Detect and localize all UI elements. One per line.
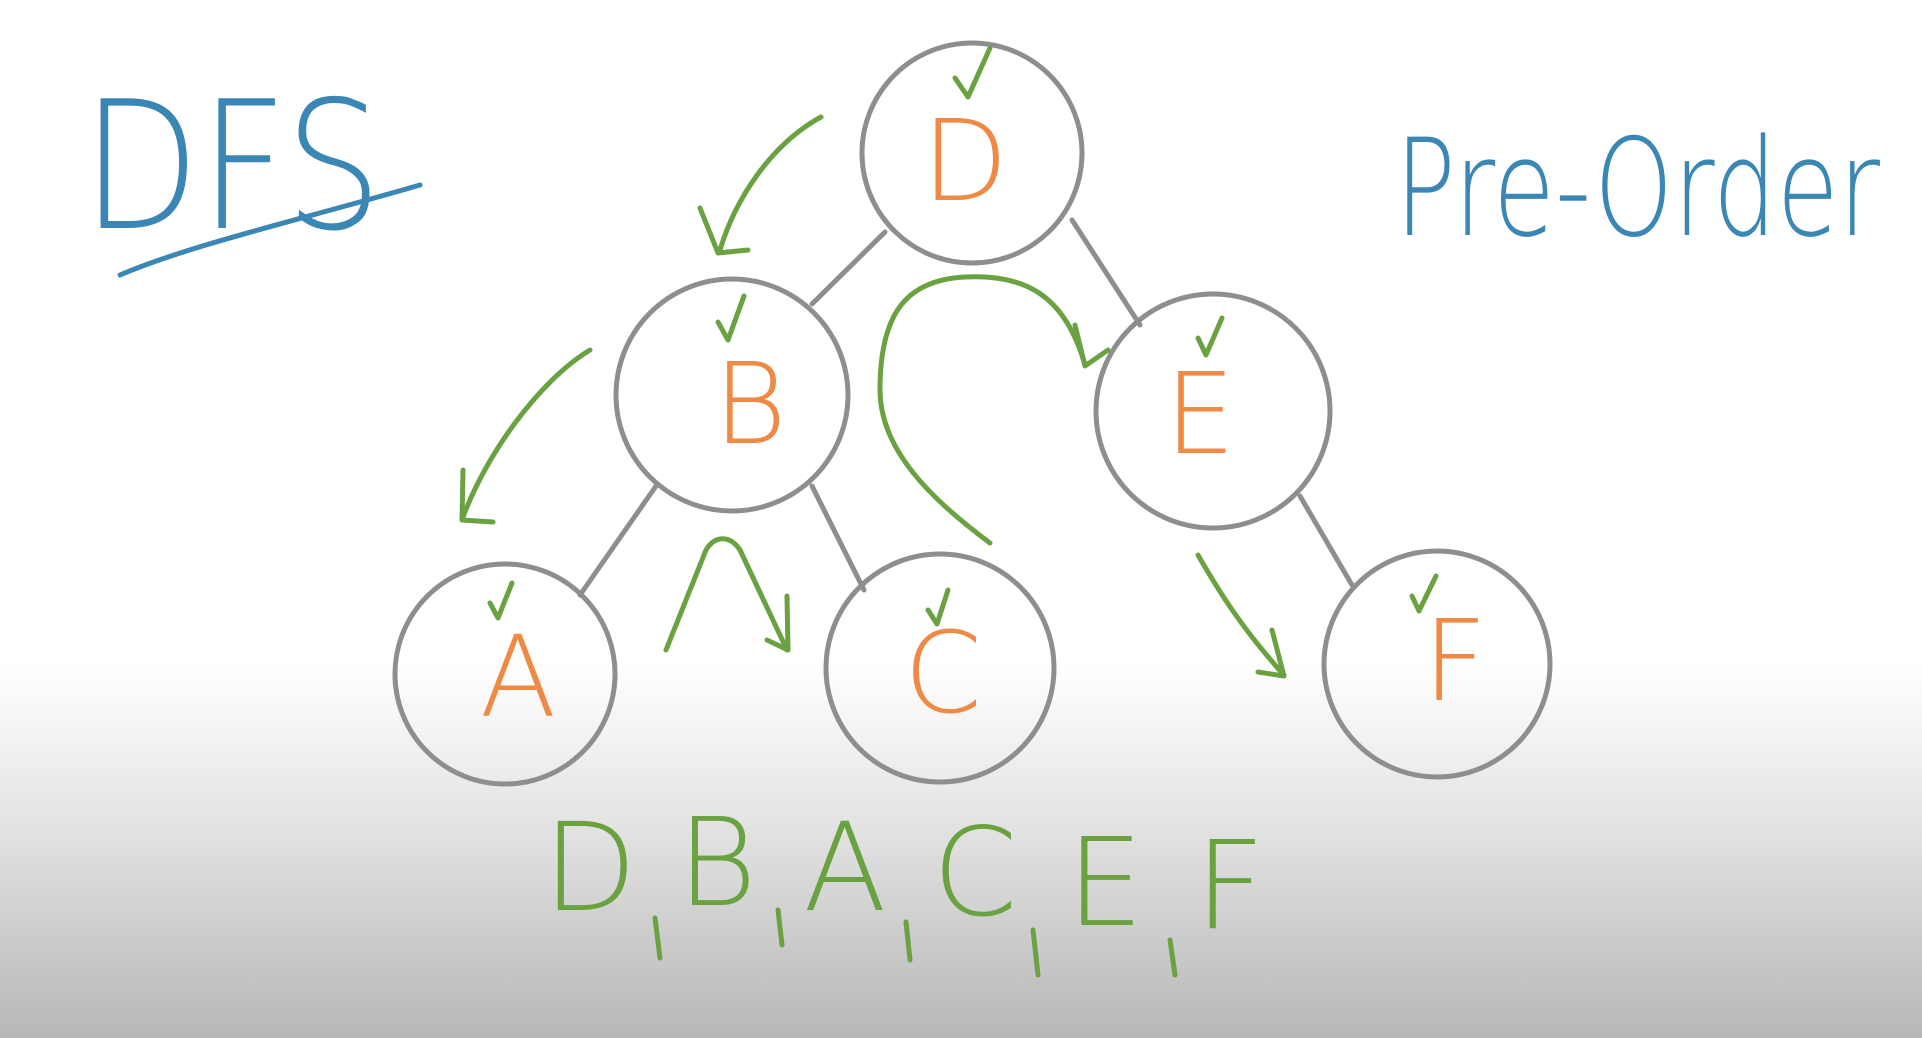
edge-d-e [1069,217,1143,328]
traversal-separators [652,907,1178,978]
traversal-arrow-d-to-b-head-icon [697,205,751,256]
visited-checks [487,45,1439,627]
node-labels: D B E A C F [480,97,1488,743]
edge-e-f [1297,493,1355,588]
check-b-icon [715,293,747,343]
node-f-circle [1321,548,1553,780]
check-e-icon [1195,315,1225,358]
node-e-circle [1093,291,1333,531]
check-c-icon [925,587,951,627]
check-d-icon [952,45,993,100]
traversal-order-item-2: B [677,792,757,934]
traversal-arrow-b-to-a-head-icon [459,467,496,525]
traversal-separator-4 [1030,927,1041,978]
edge-d-b [809,229,888,307]
traversal-order-item-3: A [803,797,886,939]
traversal-arrow-d-to-b [717,114,824,253]
node-f-label: F [1423,597,1487,727]
traversal-order-item-1: D [543,797,637,939]
check-f-icon [1409,573,1439,614]
node-e-label: E [1165,350,1236,480]
traversal-separator-1 [652,915,663,961]
traversal-separator-5 [1167,937,1178,978]
title-underline [117,182,423,278]
edge-b-c [809,483,867,593]
traversal-arrow-a-to-c-head-icon [764,593,791,653]
traversal-arrow-c-to-e [877,274,1088,546]
node-c-label: C [904,609,982,739]
node-d-circle [859,40,1085,266]
tree-edges [577,217,1355,598]
node-b-circle [613,276,851,514]
traversal-arrow-b-to-a [459,347,593,523]
traversal-order-item-5: E [1066,812,1143,954]
traversal-separator-3 [903,919,913,963]
traversal-order-sequence: D B A C E F [543,792,1265,957]
node-b-label: B [713,340,786,470]
traversal-arrow-e-to-f [1195,552,1287,678]
tree-nodes [392,40,1553,787]
node-d-label: D [922,97,1008,227]
node-a-label: A [480,613,557,743]
node-c-circle [823,551,1057,785]
subtitle: Pre-Order [1395,110,1880,267]
edge-b-a [577,483,659,598]
check-a-icon [487,580,515,621]
traversal-order-item-4: C [932,802,1017,944]
traversal-order-item-6: F [1195,815,1265,957]
traversal-arrows [459,114,1287,679]
traversal-arrow-a-to-c [663,536,790,653]
traversal-arrow-c-to-e-head-icon [1072,322,1111,369]
node-a-circle [392,561,618,787]
traversal-separator-2 [775,907,785,948]
traversal-arrow-e-to-f-head-icon [1255,627,1287,679]
